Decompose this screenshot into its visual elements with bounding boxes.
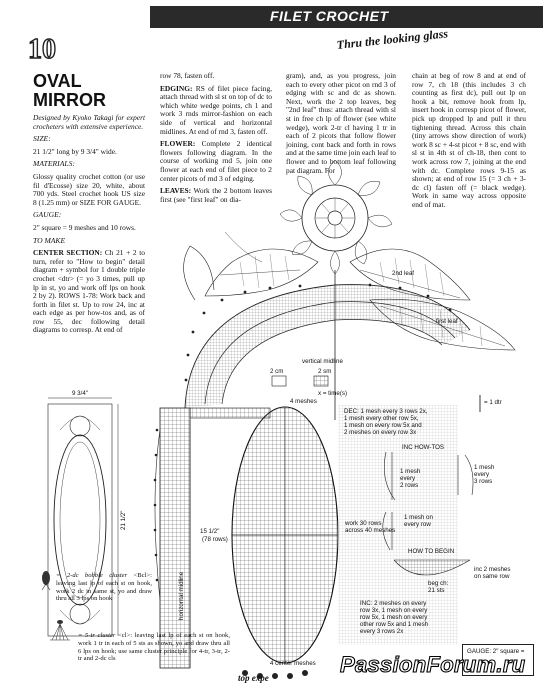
gauge-box: GAUGE: 2" square = — [462, 644, 534, 676]
center-section-label: CENTER SECTION: — [33, 248, 103, 258]
label-dec-note: DEC: 1 mesh every 3 rows 2x, 1 mesh ever… — [344, 408, 428, 436]
to-make-heading: TO MAKE — [33, 235, 66, 245]
oval-filet-grid — [231, 406, 339, 664]
label-how-to-begin: HOW TO BEGIN — [408, 548, 455, 555]
label-center-meshes: 4 center meshes — [270, 660, 316, 667]
designer-credit: Designed by Kyoko Takagi for expert croc… — [33, 113, 145, 131]
cluster-key-text: <cl>: leaving last lp of each st on hook… — [78, 632, 230, 663]
inc-howto-diagrams — [382, 451, 474, 576]
leaves-paragraph: LEAVES: Work the 2 bottom leaves first (… — [160, 186, 272, 204]
flower-text: Complete 2 identical flowers following d… — [160, 139, 272, 183]
label-scale-2sm: 2 sm — [318, 368, 332, 375]
right-grid-region — [338, 405, 458, 645]
label-mesh-every-3-rows: 1 mesh every 3 rows — [474, 464, 495, 485]
gauge-box-text: GAUGE: 2" square = — [467, 648, 525, 655]
left-border-grid — [153, 407, 271, 669]
pattern-number: 10 — [27, 33, 56, 65]
instructions-column-2: row 78, fasten off. EDGING: RS of filet … — [160, 71, 272, 208]
materials-heading: MATERIALS: — [33, 159, 75, 169]
label-rows: (78 rows) — [202, 536, 228, 543]
flower-paragraph: FLOWER: Complete 2 identical flowers fol… — [160, 139, 272, 183]
label-scale-2cm: 2 cm — [270, 368, 284, 375]
edging-paragraph: EDGING: RS of filet piece facing, attach… — [160, 83, 272, 137]
size-text: 21 1/2" long by 9 3/4" wide. — [33, 146, 117, 156]
pattern-title: OVAL MIRROR — [33, 72, 106, 110]
label-inc-2-meshes: inc 2 meshes on same row — [474, 566, 511, 580]
stitch-symbol-icons — [41, 571, 70, 641]
section-title: FILET CROCHET — [270, 8, 389, 24]
symbol-key-bobble: = 2-dc bobble cluster <Bcl>: leaving las… — [56, 572, 152, 607]
symbol-key-cluster: = 5-tr cluster <cl>: leaving last lp of … — [78, 632, 230, 667]
flower-label: FLOWER: — [160, 139, 196, 149]
mirror-outline-thumbnail — [47, 397, 119, 637]
bobble-key-label: = 2-dc bobble cluster — [56, 572, 128, 579]
title-line-1: OVAL — [33, 71, 82, 91]
label-work-rows: work 30 rows across 40 meshes — [345, 520, 396, 534]
label-mini-width: 9 3/4" — [72, 390, 88, 397]
title-line-2: MIRROR — [33, 90, 106, 110]
label-inc-howtos: INC HOW-TOS — [402, 444, 445, 451]
label-beg-ch: beg ch: 21 sts — [428, 580, 449, 594]
section-header-bar: FILET CROCHET — [150, 6, 543, 28]
bobble-key-paragraph: = 2-dc bobble cluster <Bcl>: leaving las… — [56, 572, 152, 603]
instructions-column-1: Designed by Kyoko Takagi for expert croc… — [33, 113, 145, 339]
center-section-text: Ch 21 + 2 to turn, refer to "How to begi… — [33, 248, 145, 335]
cluster-key-label: = 5-tr cluster — [78, 632, 116, 639]
bobble-key-text: <Bcl>: leaving last lp of each st on hoo… — [56, 572, 152, 603]
label-mesh-every-row: 1 mesh on every row — [404, 514, 433, 528]
col4-text: chain at beg of row 8 and at end of row … — [412, 71, 526, 209]
scale-swatches — [271, 375, 481, 412]
edging-text: RS of filet piece facing, attach thread … — [160, 83, 272, 136]
label-one-dtr: = 1 dtr — [484, 399, 502, 406]
label-first-leaf: first leaf — [436, 318, 458, 325]
materials-text: Glossy quality crochet cotton (or use fi… — [33, 171, 145, 207]
col2-intro: row 78, fasten off. — [160, 71, 215, 80]
site-watermark: PassionForum.ru — [339, 651, 526, 677]
flower-motif — [279, 159, 393, 275]
label-2nd-leaf: 2nd leaf — [392, 270, 415, 277]
label-mesh-every-2-rows: 1 mesh every 2 rows — [400, 468, 421, 489]
label-inc-note: INC: 2 meshes on every row 3x, 1 mesh on… — [360, 600, 429, 635]
label-horizontal-midline: horizontal midline — [178, 571, 185, 620]
col3-text: gram), and, as you progress, join each t… — [286, 71, 396, 175]
size-heading: SIZE: — [33, 134, 51, 144]
bottom-picots — [242, 670, 308, 679]
instructions-column-3: gram), and, as you progress, join each t… — [286, 71, 396, 179]
edging-label: EDGING: — [160, 83, 193, 93]
center-section-paragraph: CENTER SECTION: Ch 21 + 2 to turn, refer… — [33, 248, 145, 335]
label-height: 15 1/2" — [200, 528, 220, 535]
label-times-note: x = time(s) — [318, 390, 348, 397]
leaves-label: LEAVES: — [160, 186, 192, 196]
label-mini-height: 21 1/2" — [120, 510, 127, 530]
gauge-heading: GAUGE: — [33, 210, 62, 220]
instructions-column-4: chain at beg of row 8 and at end of row … — [412, 71, 526, 214]
gauge-text: 2" square = 9 meshes and 10 rows. — [33, 222, 136, 232]
footer-text: top expe — [238, 673, 269, 683]
leaves-text: Work the 2 bottom leaves first (see "fir… — [160, 186, 272, 204]
cluster-key-paragraph: = 5-tr cluster <cl>: leaving last lp of … — [78, 632, 230, 663]
label-meshes-top: 4 meshes — [290, 398, 317, 405]
label-vertical-midline: vertical midline — [302, 358, 343, 365]
